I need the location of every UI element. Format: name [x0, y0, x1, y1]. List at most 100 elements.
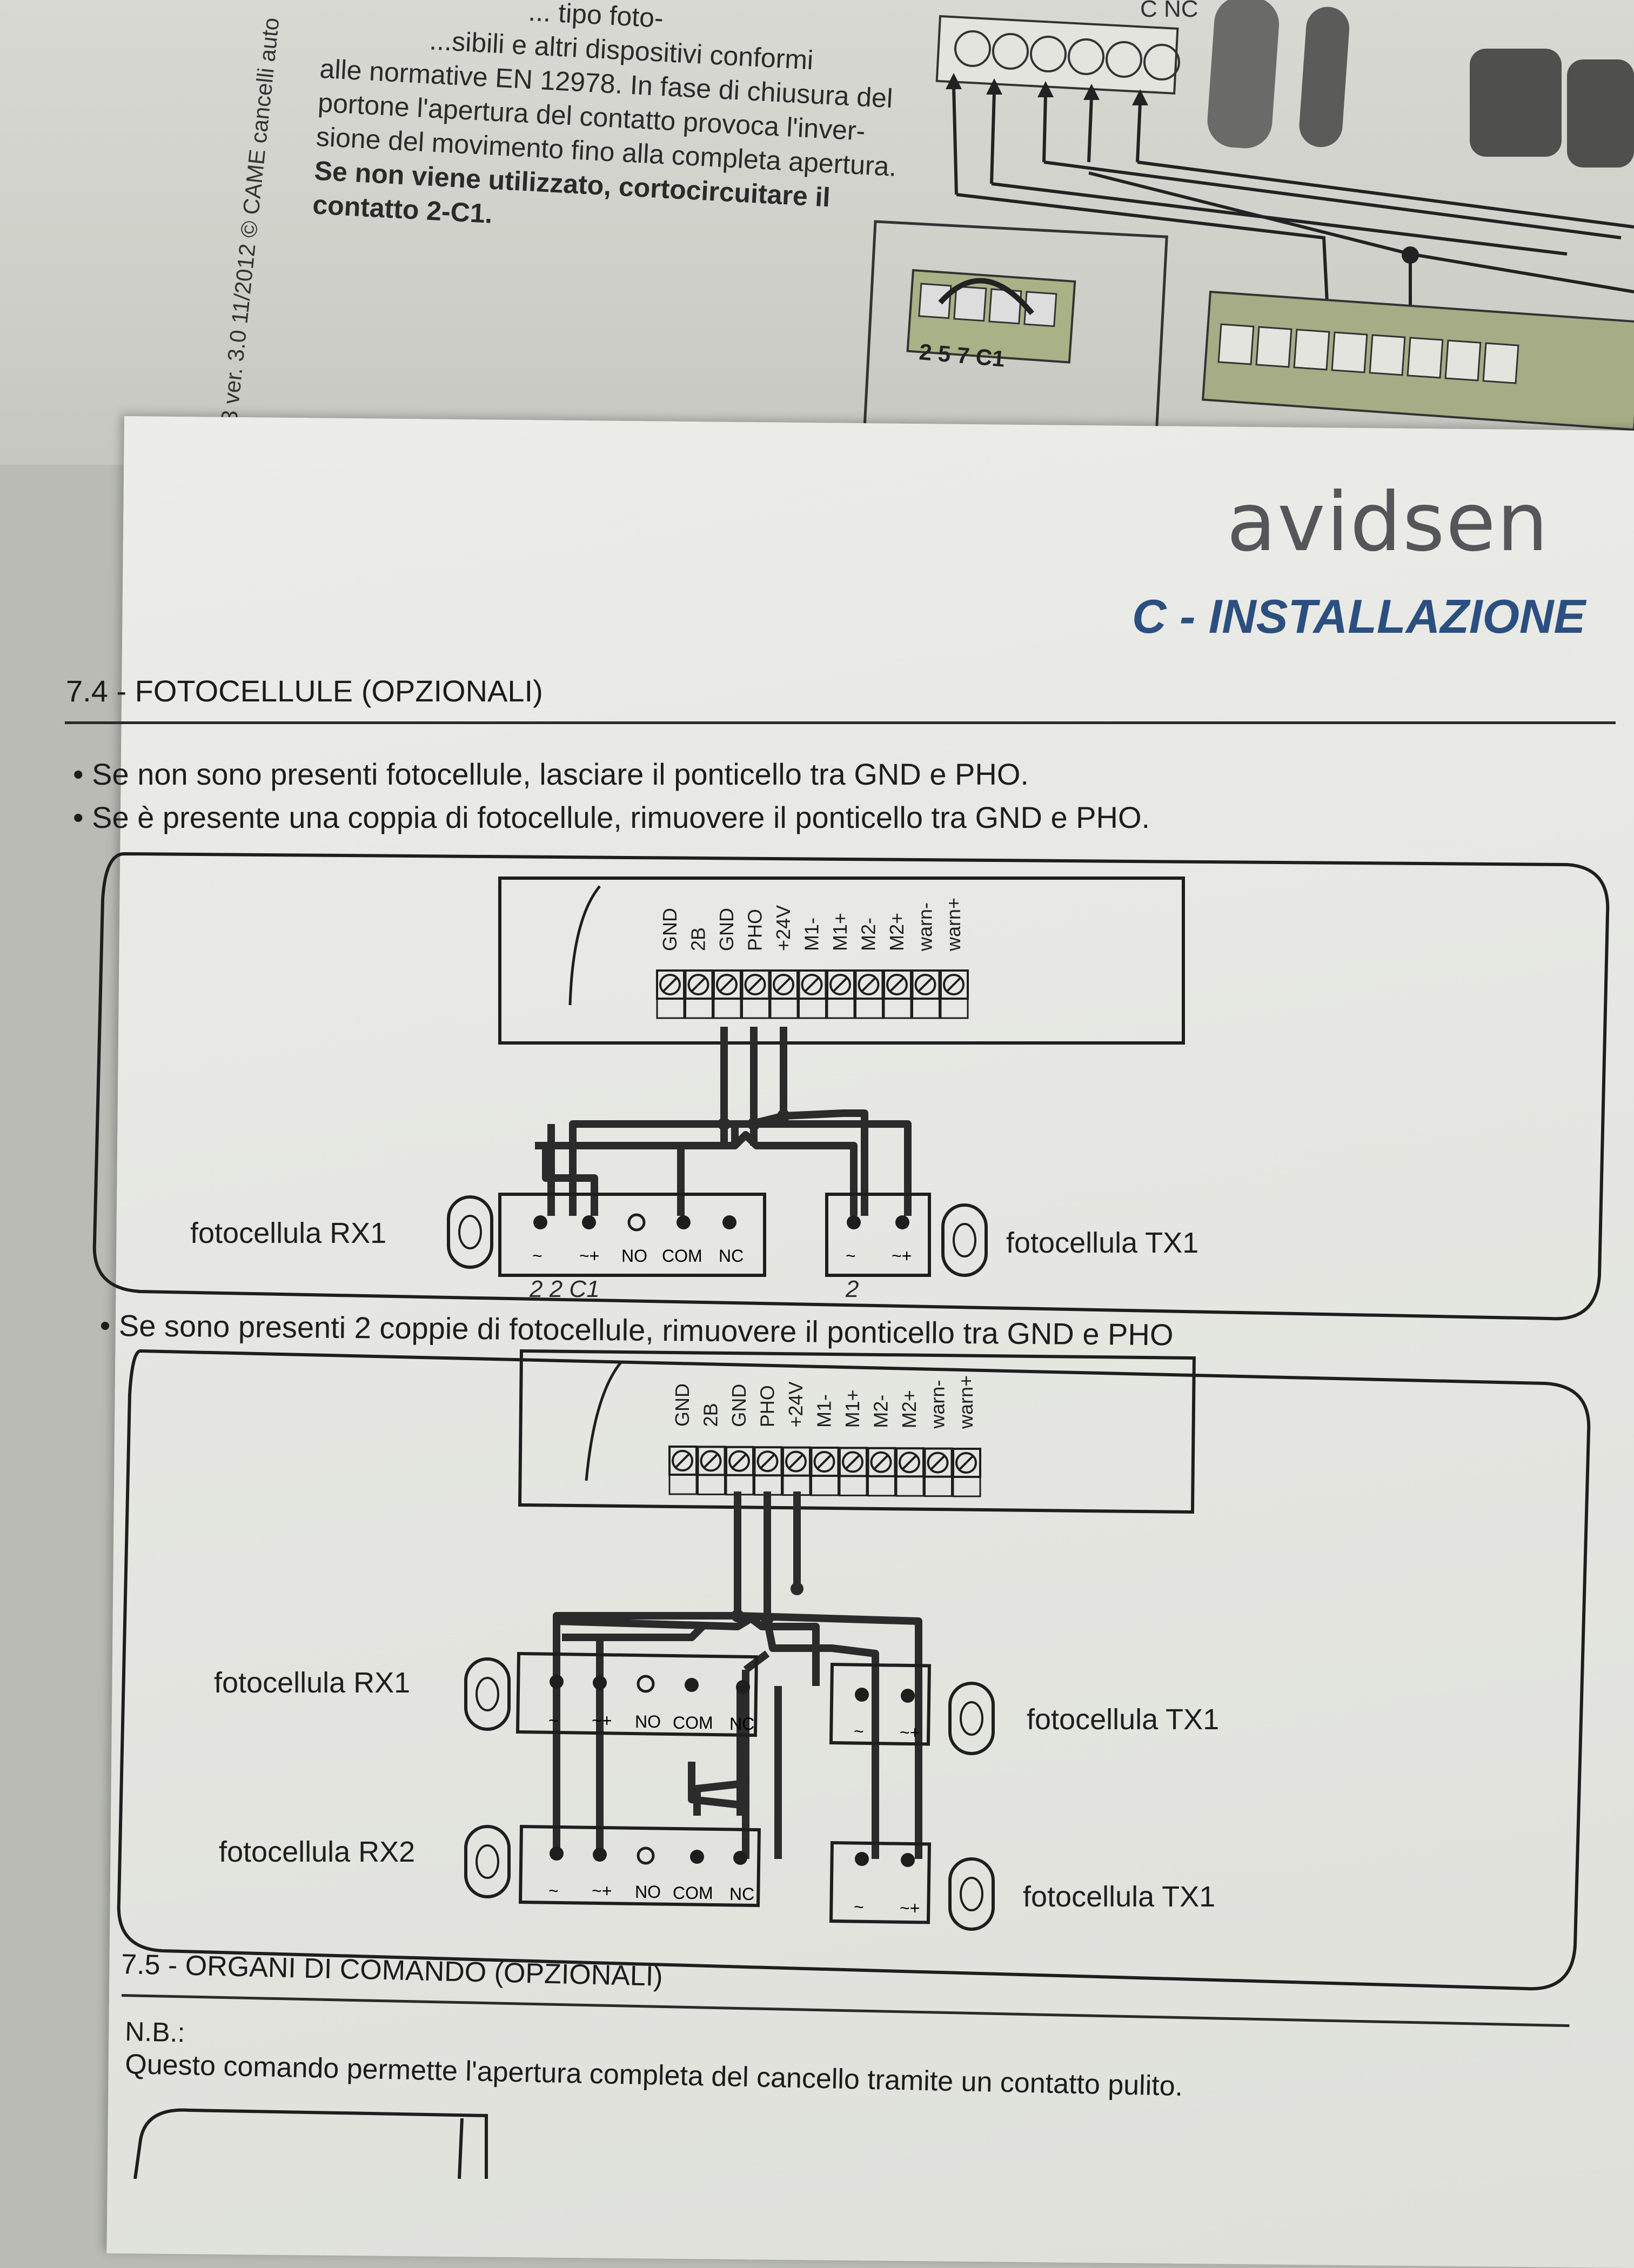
- terminal-screw-head: [842, 1451, 863, 1473]
- handwritten-tx-note: 2: [845, 1276, 859, 1302]
- terminal-screw-head: [914, 974, 936, 995]
- tx1-term-2: ~+: [892, 1246, 912, 1266]
- terminal-label: GND: [671, 1383, 693, 1427]
- title-underline: [65, 721, 1616, 724]
- terminal-screw-head: [886, 974, 908, 995]
- rx1-term-2: ~+: [592, 1711, 612, 1730]
- terminal-label: GND: [715, 908, 738, 951]
- tx1-sensor-icon: [948, 1682, 995, 1755]
- rx1-term-2: ~+: [579, 1246, 599, 1266]
- rx2-term-no: NO: [635, 1882, 661, 1902]
- terminal-label: M2-: [870, 1395, 892, 1428]
- terminal-label: GND: [659, 908, 681, 951]
- tx1-term-1: ~: [854, 1722, 864, 1741]
- terminal-label: M1+: [829, 913, 851, 951]
- tx1-label: fotocellula TX1: [1027, 1703, 1219, 1736]
- rx1-term-com: COM: [662, 1246, 702, 1266]
- rx2-term-2: ~+: [592, 1881, 612, 1901]
- diagram-frame: [92, 852, 1610, 1321]
- diagram-frame: [117, 1349, 1591, 1991]
- terminal-screw-head: [829, 974, 851, 995]
- tx2-label: fotocellula TX1: [1023, 1881, 1215, 1913]
- terminal-label: +24V: [772, 905, 794, 951]
- control-board: [518, 1349, 1196, 1514]
- terminal-screw-head: [700, 1450, 722, 1472]
- terminal-screw-head: [728, 1450, 750, 1472]
- terminal-label: 2B: [687, 927, 709, 951]
- brand-logo: avidsen: [1227, 476, 1550, 570]
- terminal-screw-head: [672, 1450, 693, 1471]
- tx2-sensor-icon: [948, 1857, 995, 1931]
- terminal-label: GND: [728, 1384, 750, 1427]
- terminal-label: +24V: [785, 1382, 807, 1428]
- rx1-sensor-icon: [464, 1657, 511, 1731]
- rx1-sensor-icon: [447, 1195, 493, 1269]
- terminal-label: warn-: [927, 1380, 949, 1429]
- bullet-text: Se non sono presenti fotocellule, lascia…: [92, 757, 1029, 791]
- rx2-term-1: ~: [548, 1881, 559, 1901]
- terminal-label: PHO: [744, 909, 766, 951]
- rx1-term-nc: NC: [729, 1714, 754, 1734]
- terminal-screw-head: [716, 974, 738, 995]
- rx2-label: fotocellula RX2: [219, 1836, 415, 1868]
- terminal-label: M2+: [898, 1390, 920, 1428]
- terminal-screw-head: [659, 974, 681, 995]
- rx2-sensor-icon: [464, 1825, 511, 1898]
- underlying-wiring-diagram: 2 5 7 C1: [861, 0, 1634, 465]
- terminal-screw-head: [801, 974, 823, 995]
- tx2-device-box: [829, 1841, 932, 1924]
- terminal-label: M1-: [801, 918, 823, 951]
- terminal-screw-head: [756, 1450, 779, 1473]
- section-title-7-4: 7.4 - FOTOCELLULE (OPZIONALI): [66, 674, 543, 708]
- rx1-term-1: ~: [548, 1711, 559, 1730]
- rx1-term-no: NO: [621, 1246, 647, 1266]
- tx1-device-box: [829, 1662, 932, 1746]
- terminal-screw-head: [687, 974, 709, 995]
- tx1-term-2: ~+: [900, 1723, 920, 1742]
- terminal-screw-head: [899, 1451, 920, 1474]
- terminal-screw-head: [813, 1451, 835, 1473]
- rx2-term-nc: NC: [729, 1884, 754, 1904]
- tx1-device-box: [825, 1193, 931, 1277]
- terminal-label: warn+: [942, 898, 965, 952]
- next-diagram-frame-partial: [133, 2108, 488, 2179]
- terminal-screw-head: [858, 974, 880, 995]
- terminal-label: M2-: [858, 918, 880, 951]
- terminal-screw-head: [785, 1450, 807, 1473]
- control-board: [498, 877, 1185, 1045]
- underlying-nc-label: C NC: [1140, 0, 1198, 22]
- terminal-label: M1+: [841, 1389, 863, 1428]
- terminal-label: M2+: [886, 913, 908, 951]
- bullet-item: • Se non sono presenti fotocellule, lasc…: [73, 757, 1029, 791]
- rx1-term-com: COM: [673, 1713, 713, 1732]
- terminal-label: PHO: [756, 1385, 779, 1427]
- terminal-label: warn+: [955, 1375, 977, 1429]
- rx2-term-com: COM: [673, 1883, 713, 1903]
- board-edge-curve: [585, 1361, 622, 1481]
- bullet-item: • Se è presente una coppia di fotocellul…: [73, 800, 1150, 834]
- rx1-device-box: [498, 1193, 766, 1277]
- tx2-term-2: ~+: [900, 1898, 920, 1918]
- tx1-sensor-icon: [941, 1203, 988, 1277]
- terminal-label: M1-: [813, 1394, 835, 1428]
- terminal-screw-head: [927, 1451, 949, 1474]
- terminal-screw-head: [773, 974, 794, 995]
- board-edge-curve: [568, 885, 601, 1006]
- tx2-term-1: ~: [854, 1897, 864, 1917]
- section-header: C - INSTALLAZIONE: [1132, 590, 1586, 643]
- terminal-label: warn-: [914, 902, 936, 952]
- terminal-screw-head: [870, 1451, 892, 1473]
- rx1-label: fotocellula RX1: [214, 1667, 410, 1699]
- terminal-screw-head: [943, 974, 965, 995]
- handwritten-rx-note: 2 2 C1: [529, 1276, 600, 1302]
- rx1-term-nc: NC: [719, 1246, 744, 1266]
- tx1-label: fotocellula TX1: [1006, 1227, 1198, 1259]
- rx1-term-no: NO: [635, 1712, 661, 1731]
- rx1-device-box: [515, 1651, 758, 1737]
- terminal-label: 2B: [700, 1403, 722, 1427]
- rx1-label: fotocellula RX1: [190, 1217, 386, 1249]
- terminal-screw-head: [955, 1452, 977, 1474]
- terminal-screw-head: [744, 974, 766, 995]
